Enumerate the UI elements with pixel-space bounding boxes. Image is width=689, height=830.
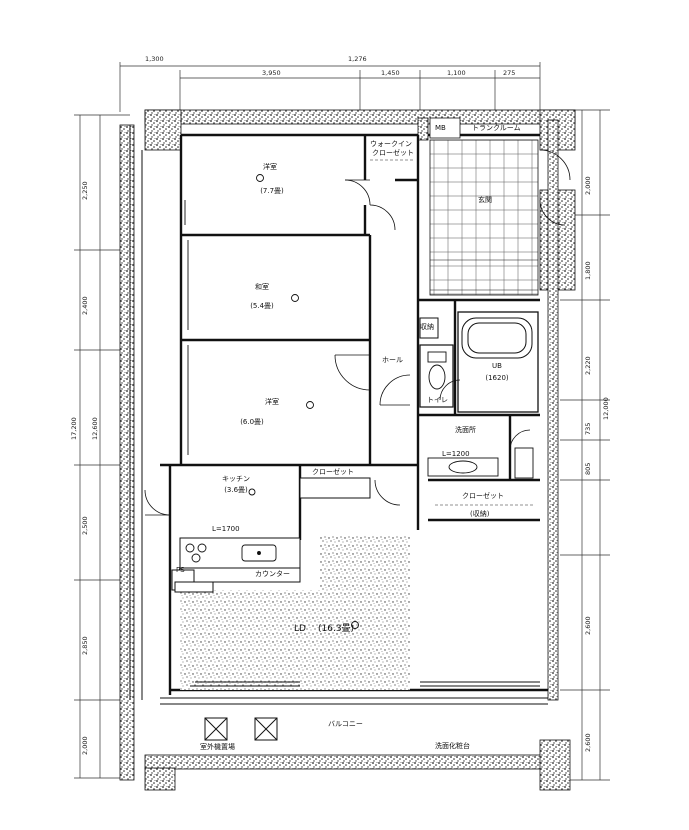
kitchen-counters <box>171 537 301 593</box>
right-seg-2: 1,800 <box>584 261 592 280</box>
room-dressing-name: 洗面化粧台 <box>435 742 470 750</box>
room-bath-name: UB <box>492 362 502 370</box>
kitchen-closet <box>299 477 371 499</box>
fixture-mb: MB <box>435 124 446 132</box>
left-seg-1: 2,250 <box>81 181 89 200</box>
room-bedroom2-name: 洋室 <box>265 398 279 406</box>
top-seg-3: 1,100 <box>447 69 466 77</box>
room-hall-name: ホール <box>382 356 403 364</box>
vanity <box>427 447 534 479</box>
right-seg-7: 2,600 <box>584 733 592 752</box>
room-living-name: LD <box>294 624 306 634</box>
toilet-icon <box>427 351 447 390</box>
right-seg-3: 2,220 <box>584 356 592 375</box>
top-dimension-lines <box>119 62 541 112</box>
room-kitchen-size: (3.6畳) <box>224 486 248 494</box>
left-seg-2: 2,400 <box>81 296 89 315</box>
door-swing-icon <box>144 149 571 516</box>
room-closet1-name: クローゼット <box>312 468 354 476</box>
interior-walls <box>160 133 548 695</box>
ac-unit-icon <box>204 717 278 741</box>
fixture-vanity: L=1200 <box>442 450 470 458</box>
room-bedroom1-size: (7.7畳) <box>260 187 284 195</box>
top-seg-2: 1,450 <box>381 69 400 77</box>
living-floor <box>180 535 410 690</box>
top-seg-4: 275 <box>503 69 516 77</box>
top-total-dim: 1,276 <box>348 55 367 63</box>
right-seg-5: 805 <box>584 462 592 475</box>
room-bath-size: (1620) <box>485 374 509 382</box>
left-seg-4: 2,850 <box>81 636 89 655</box>
right-seg-1: 2,000 <box>584 176 592 195</box>
room-closet2-sub: (収納) <box>470 510 490 518</box>
right-seg-6: 2,600 <box>584 616 592 635</box>
bathroom-box <box>457 311 539 413</box>
room-bedroom2-size: (6.0畳) <box>240 418 264 426</box>
room-walkin-name: ウォークイン <box>370 140 412 148</box>
room-entrance-name: 玄関 <box>478 196 492 204</box>
trunk-room <box>429 117 461 139</box>
left-total-dim: 17,200 <box>70 417 78 440</box>
room-living-size: (16.3畳) <box>318 624 355 634</box>
balcony-railing <box>129 125 548 705</box>
left-seg-3: 2,500 <box>81 516 89 535</box>
room-japanese-name: 和室 <box>255 283 269 291</box>
room-japanese-size: (5.4畳) <box>250 302 274 310</box>
right-total-dim: 12,000 <box>602 397 610 420</box>
room-walkin-name2: クローゼット <box>372 149 414 157</box>
room-toilet-name: トイレ <box>427 396 448 404</box>
left-inner-dim: 12,600 <box>91 417 99 440</box>
stove-icon <box>185 543 207 563</box>
room-trunk-name: トランクルーム <box>472 124 521 132</box>
entrance-floor <box>429 139 539 296</box>
room-bedroom1-name: 洋室 <box>263 163 277 171</box>
sink-icon <box>241 544 277 562</box>
bathtub-icon <box>461 317 533 359</box>
entry-step <box>430 259 538 291</box>
light-fixture-icon <box>248 174 359 629</box>
fixture-counter2: カウンター <box>255 570 290 578</box>
room-closet2-name: クローゼット <box>462 492 504 500</box>
room-kitchen-name: キッチン <box>222 475 250 483</box>
room-storage-name: 収納 <box>420 323 434 331</box>
top-seg-1: 3,950 <box>262 69 281 77</box>
sliding-windows <box>184 200 540 687</box>
top-left-edge-dim: 1,300 <box>145 55 164 63</box>
toilet-box <box>419 344 454 408</box>
room-ac-name: 室外機置場 <box>200 743 235 751</box>
fixture-counter: L=1700 <box>212 525 240 533</box>
fixture-ps: PS <box>176 566 185 574</box>
room-balcony-name: バルコニー <box>328 720 363 728</box>
left-seg-5: 2,000 <box>81 736 89 755</box>
storage-box <box>419 317 439 339</box>
right-seg-4: 735 <box>584 422 592 435</box>
room-washroom-name: 洗面所 <box>455 426 476 434</box>
